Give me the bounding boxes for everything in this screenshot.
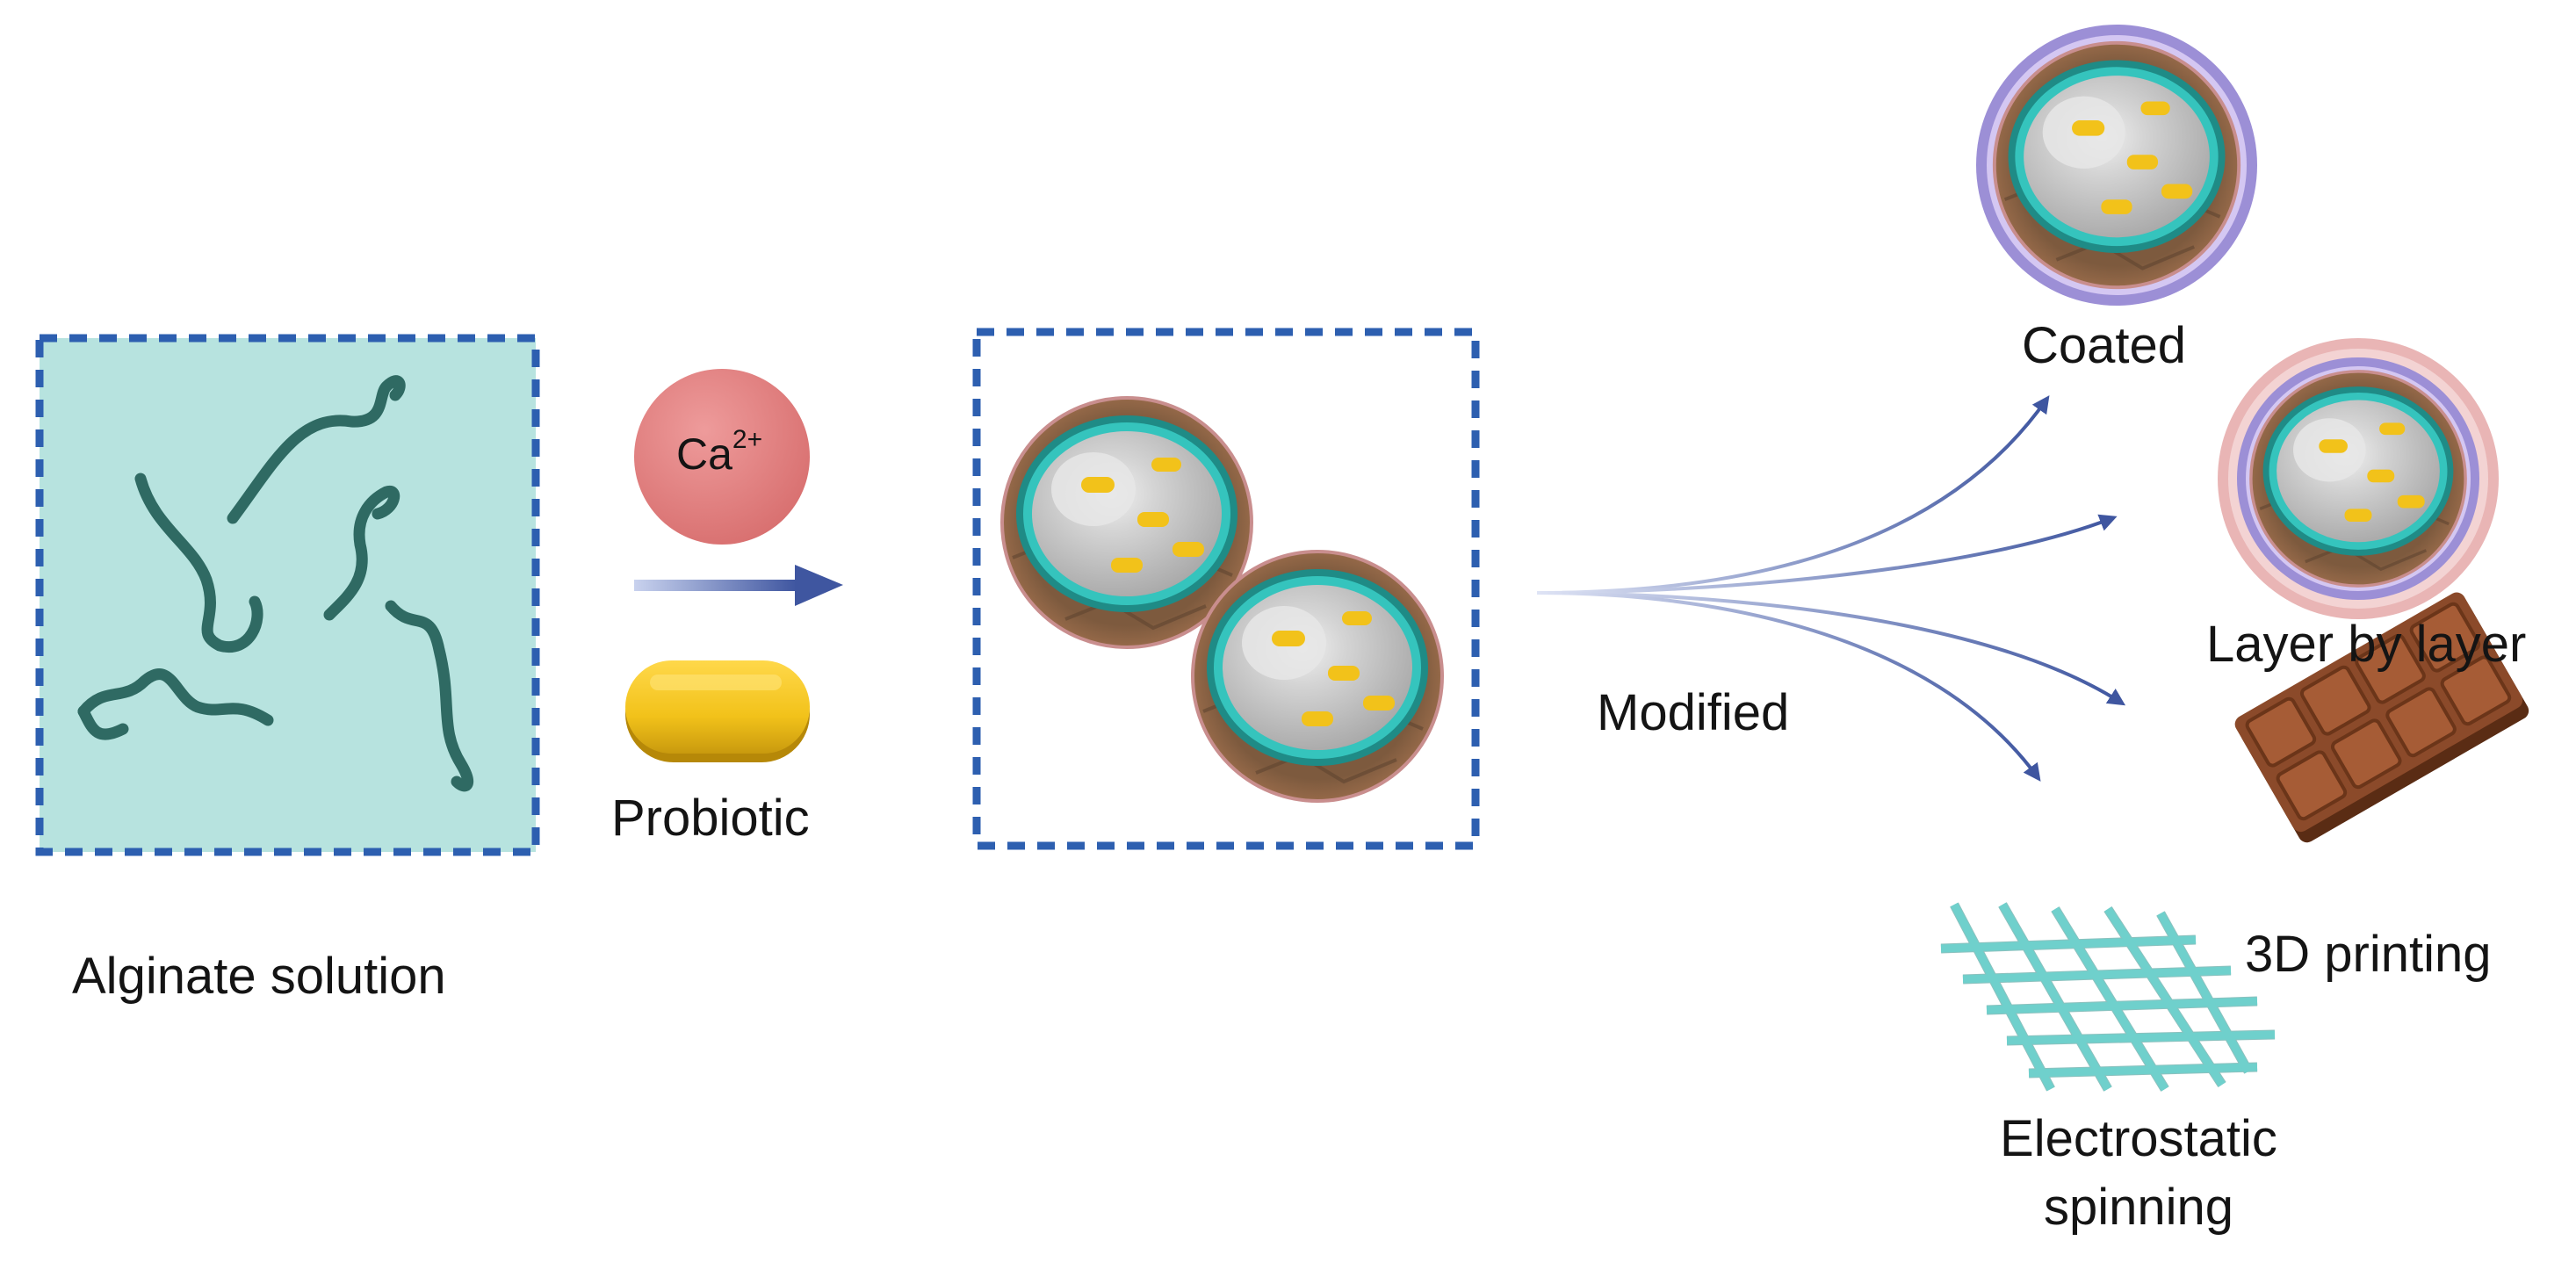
modified-label: Modified: [1597, 684, 1790, 741]
electrostatic-spinning-label: Electrostatic spinning: [1959, 1111, 2319, 1236]
calcium-charge: 2+: [732, 425, 763, 455]
layer-by-layer-label: Layer by layer: [2206, 616, 2527, 673]
probiotic-capsule-icon: [625, 660, 810, 762]
bead-icon: [1191, 550, 1444, 803]
alginate-solution-label: Alginate solution: [72, 948, 446, 1005]
reaction-arrow-icon: [634, 565, 843, 606]
electrostatic-line-2: spinning: [2043, 1178, 2234, 1236]
alginate-beads-box: [972, 328, 1480, 850]
polymer-strand-icons: [77, 375, 474, 792]
3d-printing-label: 3D printing: [2245, 926, 2492, 983]
calcium-ion-icon: [634, 369, 810, 545]
calcium-symbol: Ca: [676, 429, 732, 479]
coated-label: Coated: [2022, 317, 2187, 374]
coated-bead-icon: [1976, 25, 2257, 306]
electrostatic-line-1: Electrostatic: [2000, 1110, 2277, 1167]
modification-arrows-icon: [1536, 395, 2126, 782]
probiotic-label: Probiotic: [611, 790, 810, 847]
fiber-mesh-icon: [1940, 902, 2276, 1092]
calcium-ion-label: Ca2+: [676, 425, 762, 479]
alginate-solution-box: [35, 334, 540, 856]
chocolate-bar-icon: [2234, 592, 2529, 843]
layer-by-layer-bead-icon: [2218, 338, 2499, 619]
